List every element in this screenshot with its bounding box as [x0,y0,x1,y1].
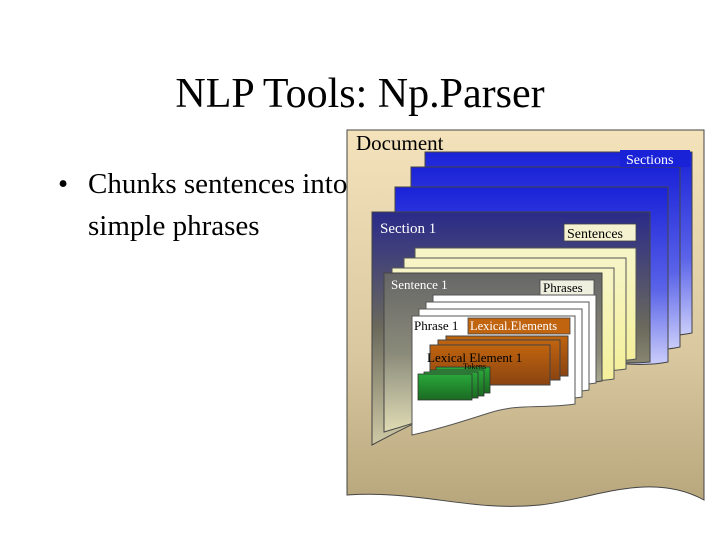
lexical-element-label: Lexical Element 1 [427,350,522,365]
sections-label: Sections [626,153,673,168]
section-label: Section 1 [380,221,436,237]
lexical-elements-label: Lexical.Elements [470,319,557,333]
sentence-label: Sentence 1 [391,277,448,292]
bullet-dot-icon: • [58,168,69,200]
bullet-text: Chunks sentences into simple phrases [88,168,348,242]
document-label: Document [356,131,444,155]
phrases-label: Phrases [543,280,583,295]
sentences-label: Sentences [567,227,623,242]
phrase-1-layer: Phrase 1 Lexical.Elements [414,317,571,335]
slide-title: NLP Tools: Np.Parser [175,71,545,117]
bullet-item: • Chunks sentences into simple phrases [58,163,358,247]
tokens-label: Tokens [463,362,486,371]
phrase-label: Phrase 1 [414,318,458,333]
tokens-layer: Tokens [417,362,491,401]
